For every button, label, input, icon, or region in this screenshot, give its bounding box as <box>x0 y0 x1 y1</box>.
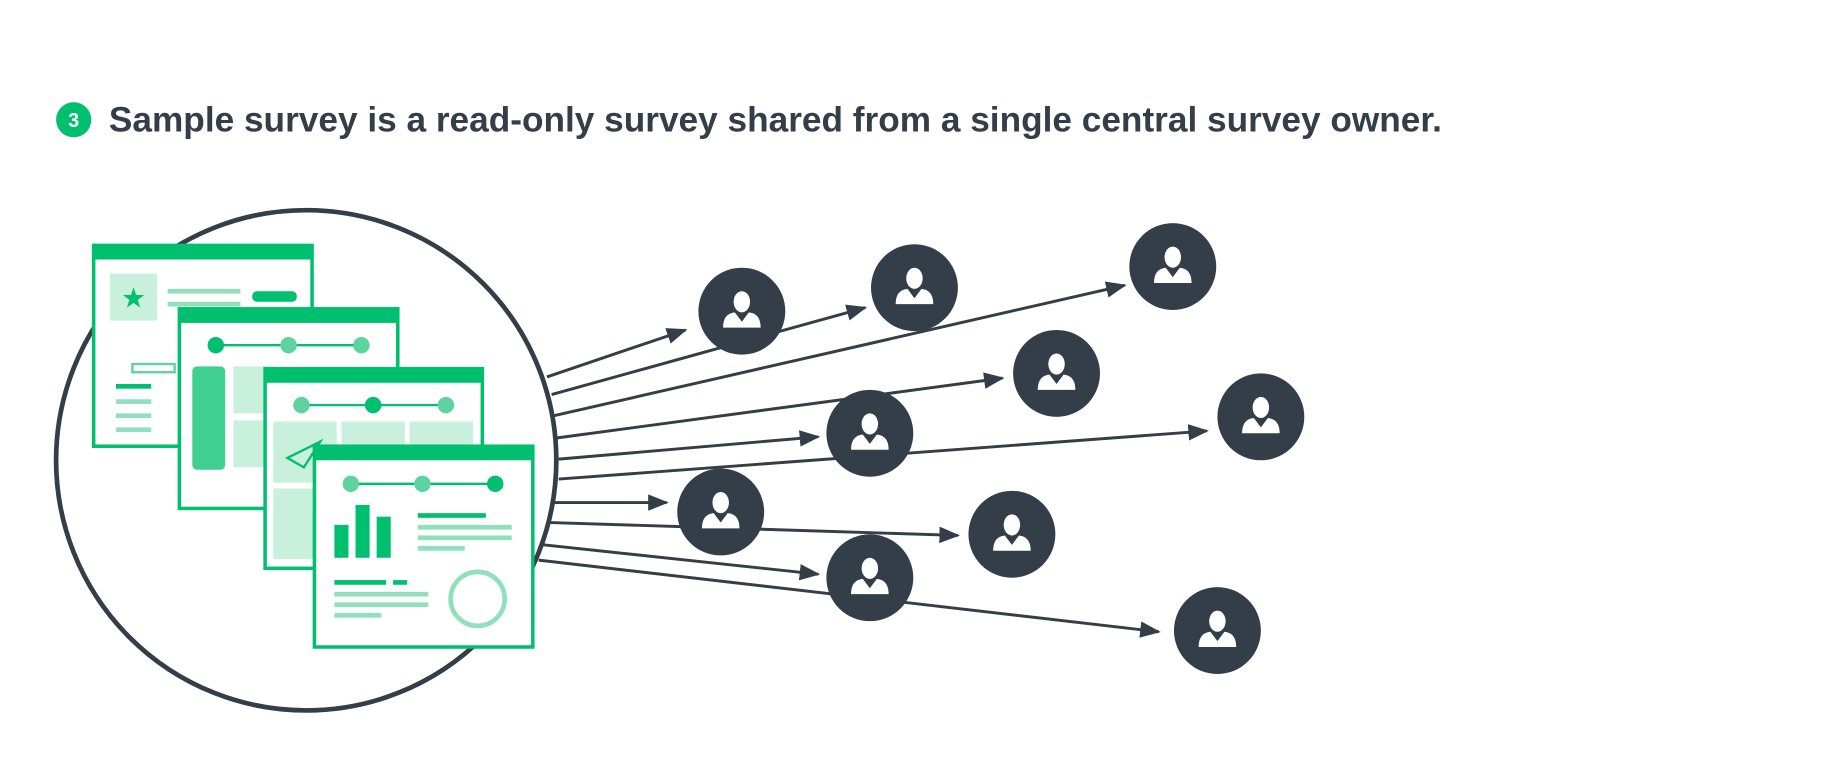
user-avatar-icon <box>677 468 765 556</box>
bar-chart-icon <box>334 504 391 558</box>
star-icon: ★ <box>121 282 146 314</box>
paper-plane-icon <box>284 438 324 469</box>
share-arrow <box>546 328 688 379</box>
step-text: Sample survey is a read-only survey shar… <box>109 101 1442 140</box>
user-avatar-icon <box>826 534 914 622</box>
step-number: 3 <box>68 110 79 132</box>
survey-windows: ★ <box>91 243 535 649</box>
user-avatar-icon <box>1129 223 1217 310</box>
user-avatar-icon <box>968 490 1056 578</box>
share-arrow <box>553 281 1127 418</box>
share-arrow <box>558 430 821 461</box>
share-arrows <box>538 281 1209 638</box>
user-avatar-icon <box>871 244 958 332</box>
survey-window-4 <box>312 444 535 649</box>
donut-chart-icon <box>448 569 507 629</box>
share-arrow <box>543 543 821 581</box>
step-number-badge <box>56 102 92 138</box>
user-avatar-icon <box>1173 587 1261 675</box>
user-avatar-icon <box>826 389 914 477</box>
share-arrow <box>556 372 1005 440</box>
share-arrow <box>551 304 868 396</box>
step-heading: 3 Sample survey is a read-only survey sh… <box>56 101 1442 140</box>
user-avatar-icon <box>698 267 786 355</box>
recipients <box>677 223 1305 675</box>
user-avatar-icon <box>1013 329 1100 417</box>
user-avatar-icon <box>1217 373 1305 461</box>
